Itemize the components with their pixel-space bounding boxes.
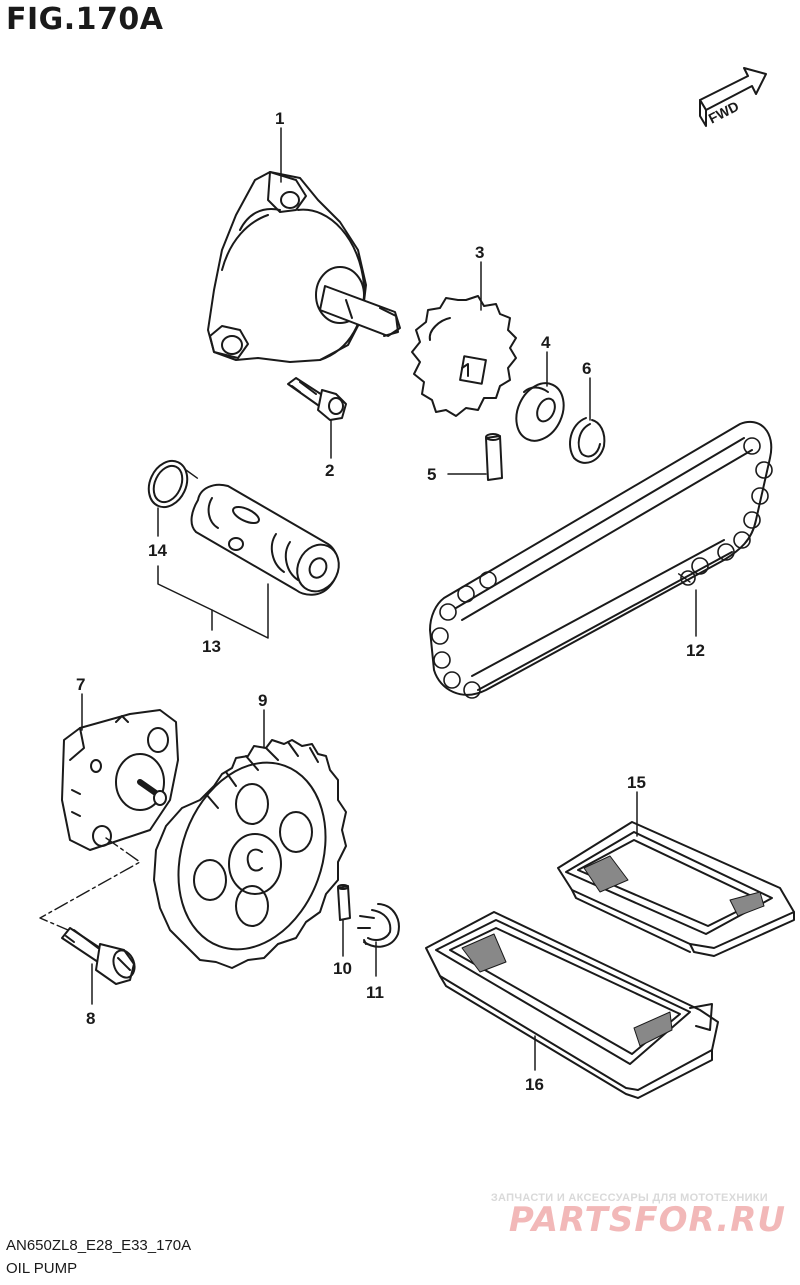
part-16-oil-strainer-gasket (425, 911, 719, 1099)
callout-16: 16 (525, 1075, 544, 1094)
figure-title: FIG.170A (6, 2, 164, 37)
callout-6: 6 (582, 359, 591, 378)
callout-numbers: 1 2 3 4 5 6 7 8 9 10 11 12 13 14 15 16 (76, 109, 705, 1094)
assembly-guide-lines (39, 469, 691, 931)
callout-10: 10 (333, 959, 352, 978)
leader-lines (81, 127, 697, 1071)
part-14-o-ring (147, 459, 189, 509)
callout-9: 9 (258, 691, 267, 710)
part-15-oil-strainer (557, 821, 795, 957)
part-13-relief-valve (190, 483, 340, 596)
part-7-pump-body (61, 709, 179, 851)
part-10-pin (337, 884, 351, 921)
callout-3: 3 (475, 243, 484, 262)
watermark-logo: PARTSFOR.RU (508, 1200, 786, 1240)
part-11-e-clip (357, 903, 400, 948)
callout-11: 11 (366, 983, 384, 1002)
callout-1: 1 (275, 109, 284, 128)
part-5-pin (485, 433, 503, 481)
callout-8: 8 (86, 1009, 95, 1028)
callout-7: 7 (76, 675, 85, 694)
part-12-chain (429, 421, 773, 699)
part-6-circlip (569, 417, 606, 464)
callout-2: 2 (325, 461, 334, 480)
watermark-caption: ЗАПЧАСТИ И АКСЕССУАРЫ ДЛЯ МОТОТЕХНИКИ (490, 1192, 768, 1204)
part-4-washer (515, 382, 565, 442)
part-3-sprocket (411, 295, 517, 417)
part-2-bolt (287, 377, 347, 421)
fwd-arrow-icon: FWD (699, 67, 767, 127)
callout-12: 12 (686, 641, 705, 660)
part-1-oil-pump-housing (207, 171, 401, 363)
part-9-gear (153, 739, 347, 969)
callout-4: 4 (541, 333, 551, 352)
model-code: AN650ZL8_E28_E33_170A (6, 1237, 192, 1254)
callout-13: 13 (202, 637, 221, 656)
part-8-screw (61, 927, 136, 985)
callout-14: 14 (148, 541, 167, 560)
section-name: OIL PUMP (6, 1260, 78, 1277)
callout-5: 5 (427, 465, 436, 484)
callout-15: 15 (627, 773, 646, 792)
